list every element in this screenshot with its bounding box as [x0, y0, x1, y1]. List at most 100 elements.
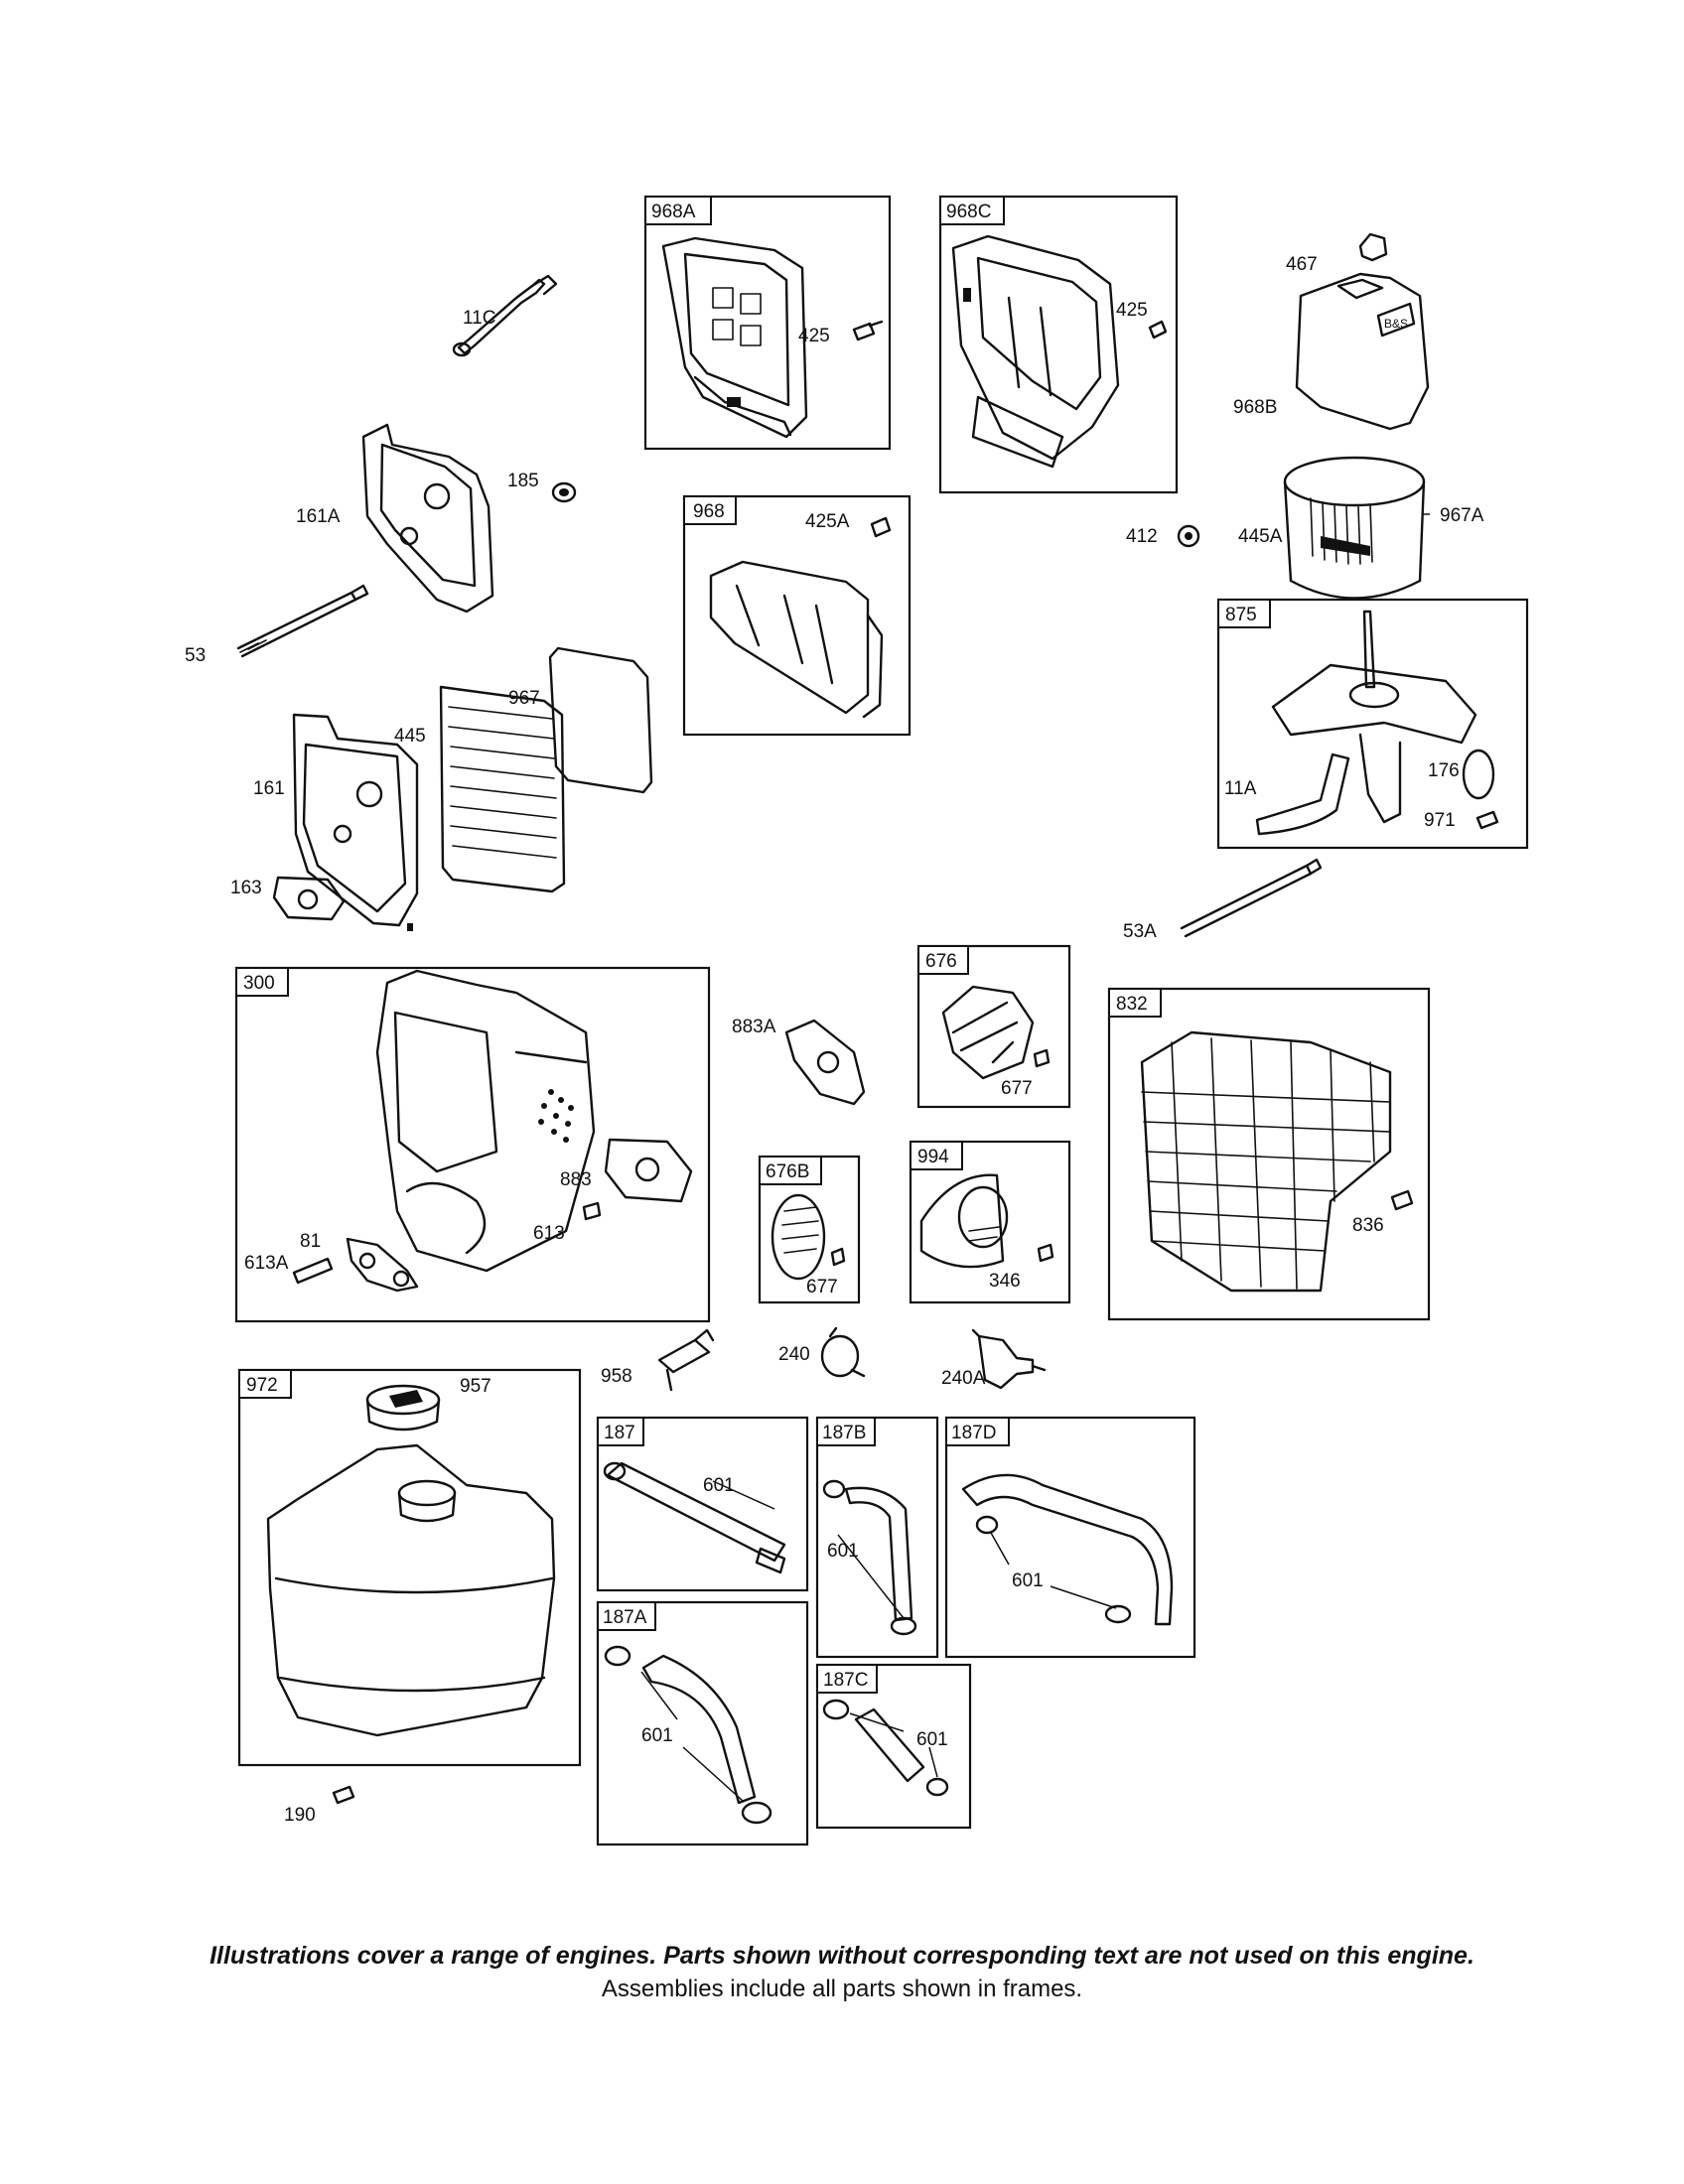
label-163: 163 [230, 878, 262, 898]
frame-676B: 676B [758, 1155, 861, 1304]
label-425A: 425A [805, 511, 850, 532]
label-883A: 883A [732, 1017, 776, 1037]
label-601-a: 601 [703, 1475, 735, 1496]
label-968B: 968B [1233, 397, 1277, 418]
label-53: 53 [185, 645, 206, 666]
frame-676: 676 [916, 944, 1071, 1109]
part-967-gasket [548, 646, 653, 794]
footer-disclaimer: Illustrations cover a range of engines. … [210, 1942, 1474, 1970]
label-425-b: 425 [1116, 300, 1148, 321]
label-601-d: 601 [641, 1725, 673, 1746]
label-53A: 53A [1123, 921, 1157, 942]
svg-text:832: 832 [1116, 994, 1148, 1015]
svg-text:187: 187 [604, 1423, 635, 1443]
part-425A-screw [870, 516, 892, 538]
part-190-screw [332, 1785, 355, 1805]
frame-968: 968 [682, 494, 912, 737]
part-240A-fuel-filter [971, 1328, 1047, 1390]
part-412-nut [1177, 524, 1200, 548]
svg-text:676B: 676B [766, 1161, 809, 1182]
label-161: 161 [253, 778, 285, 799]
label-81: 81 [300, 1231, 321, 1252]
part-185-nut [551, 481, 577, 503]
part-187A-hose [604, 1645, 772, 1825]
part-467-knob [1358, 232, 1388, 262]
label-467: 467 [1286, 254, 1318, 275]
part-187-hose [603, 1461, 786, 1574]
svg-text:187C: 187C [823, 1670, 868, 1691]
part-832-guard [1140, 1030, 1392, 1293]
svg-text:300: 300 [243, 973, 275, 994]
frame-832: 832 [1107, 987, 1431, 1321]
part-346-screw [1037, 1243, 1054, 1263]
label-601-b: 601 [827, 1541, 859, 1562]
label-445: 445 [394, 726, 426, 747]
label-412: 412 [1126, 526, 1158, 547]
label-190: 190 [284, 1805, 316, 1826]
part-161-valve-cover [292, 713, 419, 931]
part-677-screw-a [1033, 1048, 1051, 1068]
svg-text:B&S: B&S [1384, 317, 1408, 331]
svg-text:968: 968 [693, 501, 725, 522]
part-883A-gasket [784, 1019, 866, 1106]
part-187B-hose [822, 1479, 917, 1636]
svg-text:968C: 968C [946, 202, 991, 222]
label-677-b: 677 [806, 1277, 838, 1297]
label-601-e: 601 [916, 1729, 948, 1750]
part-883-gasket [604, 1138, 693, 1203]
label-425-a: 425 [798, 326, 830, 346]
part-11C-breather-tube [452, 274, 558, 357]
label-957: 957 [460, 1376, 491, 1397]
label-601-c: 601 [1012, 1570, 1044, 1591]
svg-text:187A: 187A [603, 1607, 647, 1628]
part-676B-shield [771, 1193, 826, 1281]
part-425-screw-b [1148, 320, 1168, 340]
part-81-gasket [346, 1237, 419, 1293]
leader-lines [640, 513, 1430, 1802]
part-836-screw [1390, 1189, 1414, 1211]
part-958-shutoff-valve [657, 1328, 715, 1392]
svg-text:187B: 187B [822, 1423, 866, 1443]
frame-187C: 187C [815, 1663, 972, 1830]
part-994-spark-arrester [919, 1173, 1009, 1269]
part-163-gasket [272, 876, 346, 921]
part-968-bracket [709, 560, 884, 719]
footer-assemblies-note: Assemblies include all parts shown in fr… [601, 1976, 1083, 2002]
label-836: 836 [1352, 1215, 1384, 1236]
label-677-a: 677 [1001, 1078, 1033, 1099]
part-613-screw [582, 1201, 602, 1221]
part-972-fuel-tank [266, 1443, 556, 1737]
part-187D-hose [961, 1473, 1174, 1626]
part-613A-screw [292, 1257, 334, 1285]
part-53A-stud [1180, 858, 1323, 938]
label-161A: 161A [296, 506, 341, 527]
label-883: 883 [560, 1169, 592, 1190]
label-176: 176 [1428, 760, 1460, 781]
part-300-muffler [375, 969, 596, 1273]
frame-187D: 187D [944, 1416, 1196, 1659]
label-967A: 967A [1440, 505, 1484, 526]
part-445A-prefilter [1321, 536, 1370, 556]
part-968C-bracket [951, 234, 1120, 469]
part-967A-filter-element [1283, 456, 1426, 600]
label-958: 958 [601, 1366, 632, 1387]
part-971-screw [1475, 810, 1499, 830]
frame-994: 994 [909, 1140, 1071, 1304]
svg-text:676: 676 [925, 951, 957, 972]
label-613: 613 [533, 1223, 565, 1244]
frame-968C: 968C [938, 195, 1179, 494]
part-11A-tube [1255, 752, 1350, 836]
part-677-screw-b [830, 1247, 846, 1267]
svg-text:187D: 187D [951, 1423, 996, 1443]
label-967: 967 [508, 688, 540, 709]
part-957-fuel-cap [365, 1384, 441, 1432]
part-968A-bracket [661, 236, 808, 439]
svg-text:968A: 968A [651, 202, 696, 222]
frame-968A: 968A [643, 195, 892, 451]
label-11C: 11C [463, 308, 495, 329]
label-240: 240 [778, 1344, 810, 1365]
label-11A: 11A [1224, 778, 1257, 799]
svg-text:875: 875 [1225, 605, 1257, 625]
